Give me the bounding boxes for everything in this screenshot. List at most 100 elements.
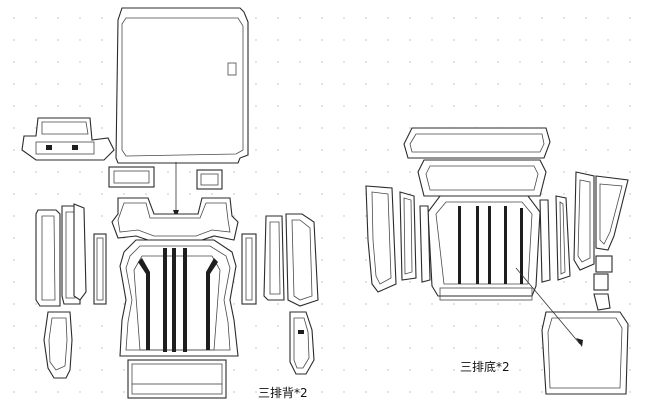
grid-dot (233, 215, 235, 217)
grid-dot (255, 105, 257, 107)
grid-dot (35, 193, 37, 195)
grid-dot (277, 347, 279, 349)
grid-dot (277, 303, 279, 305)
grid-dot (13, 237, 15, 239)
grid-dot (629, 369, 631, 371)
grid-dot (365, 237, 367, 239)
grid-dot (585, 303, 587, 305)
grid-dot (629, 149, 631, 151)
grid-dot (475, 39, 477, 41)
bottom-bar-piece (127, 359, 227, 399)
grid-dot (321, 259, 323, 261)
grid-dot (453, 61, 455, 63)
grid-dot (123, 369, 125, 371)
grid-dot (453, 391, 455, 393)
grid-dot (475, 83, 477, 85)
grid-dot (321, 281, 323, 283)
grid-dot (497, 83, 499, 85)
grid-dot (541, 105, 543, 107)
grid-dot (13, 303, 15, 305)
grid-dot (299, 17, 301, 19)
grid-dot (497, 303, 499, 305)
connector-arrow (173, 162, 179, 218)
grid-dot (475, 61, 477, 63)
grid-dot (519, 17, 521, 19)
grid-dot (255, 39, 257, 41)
grid-dot (431, 39, 433, 41)
seat-right-strips (539, 171, 629, 311)
grid-dot (387, 105, 389, 107)
grid-dot (387, 325, 389, 327)
grid-dot (299, 391, 301, 393)
grid-dot (475, 303, 477, 305)
grid-dot (563, 61, 565, 63)
grid-dot (387, 369, 389, 371)
grid-dot (299, 193, 301, 195)
grid-dot (629, 215, 631, 217)
grid-dot (233, 193, 235, 195)
grid-dot (365, 325, 367, 327)
grid-dot (57, 193, 59, 195)
grid-dot (343, 149, 345, 151)
grid-dot (629, 127, 631, 129)
grid-dot (497, 391, 499, 393)
grid-dot (13, 17, 15, 19)
grid-dot (167, 193, 169, 195)
grid-dot (79, 369, 81, 371)
grid-dot (629, 61, 631, 63)
grid-dot (409, 83, 411, 85)
grid-dot (101, 347, 103, 349)
grid-dot (277, 39, 279, 41)
grid-dot (277, 17, 279, 19)
grid-dot (101, 369, 103, 371)
grid-dot (431, 303, 433, 305)
grid-dot (365, 171, 367, 173)
grid-dot (101, 391, 103, 393)
grid-dot (343, 325, 345, 327)
grid-dot (299, 127, 301, 129)
grid-dot (519, 325, 521, 327)
grid-dot (35, 303, 37, 305)
grid-dot (409, 281, 411, 283)
grid-dot (607, 127, 609, 129)
grid-dot (475, 105, 477, 107)
grid-dot (585, 127, 587, 129)
grid-dot (475, 325, 477, 327)
grid-dot (343, 83, 345, 85)
grid-dot (519, 83, 521, 85)
grid-dot (497, 61, 499, 63)
grid-dot (79, 83, 81, 85)
grid-dot (497, 369, 499, 371)
right-foot-piece (289, 311, 315, 375)
grid-dot (563, 281, 565, 283)
grid-dot (409, 171, 411, 173)
grid-dot (431, 391, 433, 393)
grid-dot (255, 347, 257, 349)
grid-dot (299, 83, 301, 85)
grid-dot (321, 325, 323, 327)
grid-dot (475, 369, 477, 371)
grid-dot (57, 39, 59, 41)
grid-dot (629, 325, 631, 327)
grid-dot (387, 61, 389, 63)
grid-dot (321, 303, 323, 305)
grid-dot (387, 303, 389, 305)
grid-dot (475, 391, 477, 393)
grid-dot (365, 391, 367, 393)
grid-dot (343, 369, 345, 371)
grid-dot (13, 259, 15, 261)
grid-dot (101, 61, 103, 63)
grid-dot (585, 83, 587, 85)
grid-dot (453, 83, 455, 85)
grid-dot (101, 39, 103, 41)
grid-dot (343, 127, 345, 129)
grid-dot (145, 193, 147, 195)
grid-dot (387, 127, 389, 129)
grid-dot (233, 303, 235, 305)
grid-dot (365, 127, 367, 129)
grid-dot (57, 171, 59, 173)
grid-dot (365, 259, 367, 261)
grid-dot (13, 193, 15, 195)
grid-dot (453, 17, 455, 19)
grid-dot (497, 347, 499, 349)
